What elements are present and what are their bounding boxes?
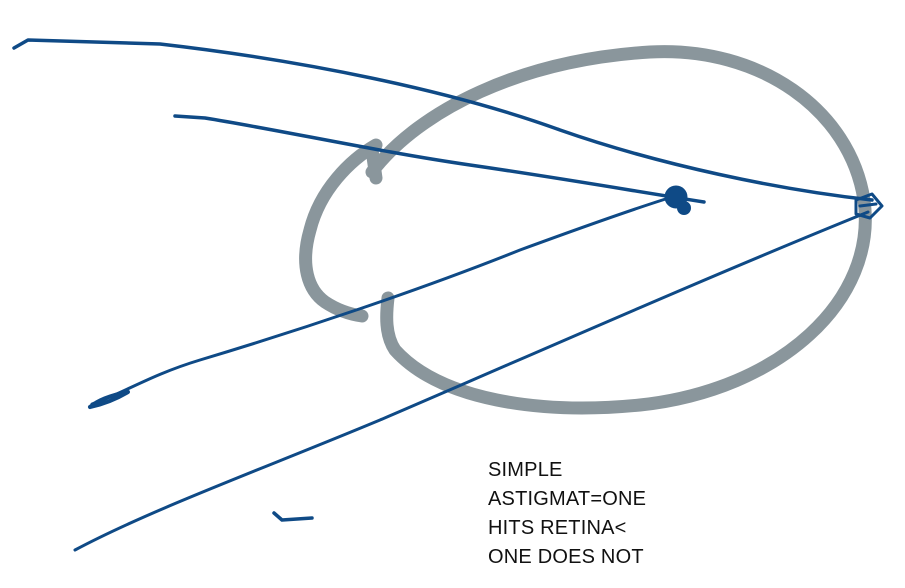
ray-lower-to-front-focus bbox=[90, 195, 674, 406]
eyeball bbox=[299, 45, 872, 415]
stray-mark bbox=[272, 511, 314, 522]
ray-lower-tail bbox=[88, 390, 130, 409]
focal-points bbox=[664, 185, 884, 220]
note-line-2: ASTIGMAT=ONE bbox=[488, 488, 647, 510]
ray-bottom-to-retina bbox=[73, 210, 870, 552]
ray-upper-to-front-focus bbox=[173, 114, 706, 204]
handwritten-note: SIMPLE ASTIGMAT=ONE HITS RETINA< ONE DOE… bbox=[488, 456, 646, 572]
lens-inner-mark bbox=[365, 143, 383, 185]
note-line-3: HITS RETINA< bbox=[488, 517, 627, 539]
light-rays bbox=[12, 38, 874, 552]
ray-top-to-retina bbox=[12, 38, 874, 202]
note-line-1: SIMPLE bbox=[488, 459, 563, 481]
front-focal-point bbox=[664, 185, 691, 215]
note-line-4: ONE DOES NOT bbox=[488, 546, 644, 568]
eyeball-outline bbox=[365, 45, 872, 415]
lens-front-curve bbox=[299, 138, 383, 323]
retina-focal-point bbox=[854, 192, 884, 220]
